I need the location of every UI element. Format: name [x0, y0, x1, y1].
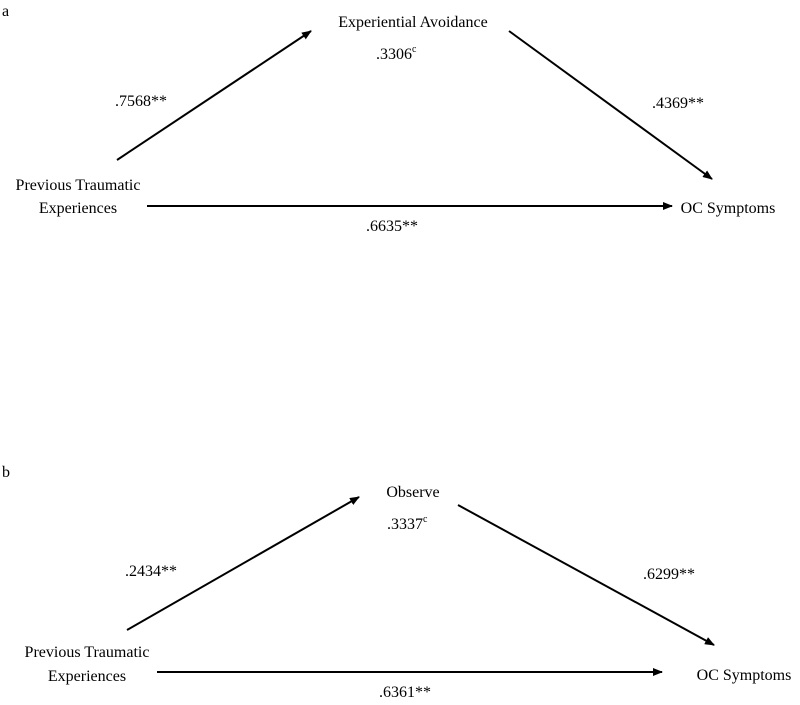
mediator-r-squared: .3337c [387, 514, 428, 533]
panel-label: b [2, 464, 10, 481]
mediator-node-label: Observe [386, 484, 439, 501]
predictor-node-label-line1: Previous Traumatic [16, 177, 141, 194]
panel-b: b Observe .3337c Previous Traumatic Expe… [2, 464, 792, 701]
predictor-node-label-line2: Experiences [48, 668, 126, 685]
path-c-coefficient: .6635** [366, 218, 418, 235]
path-b-arrow [457, 504, 715, 646]
path-a-arrow [116, 30, 312, 161]
predictor-node-label-line2: Experiences [39, 200, 117, 217]
mediator-r-squared: .3306c [376, 44, 417, 63]
mediator-r-squared-superscript: c [412, 44, 417, 55]
outcome-node-label: OC Symptoms [697, 667, 792, 684]
mediator-r-squared-value: .3337 [387, 516, 423, 533]
path-b-coefficient: .4369** [652, 95, 704, 112]
outcome-node-label: OC Symptoms [681, 200, 776, 217]
mediator-r-squared-superscript: c [423, 514, 428, 525]
mediator-node-label: Experiential Avoidance [338, 14, 487, 31]
path-b-coefficient: .6299** [643, 566, 695, 583]
predictor-node-label-line1: Previous Traumatic [25, 644, 150, 661]
path-b-arrow [508, 30, 713, 180]
path-a-coefficient: .2434** [125, 563, 177, 580]
mediator-r-squared-value: .3306 [376, 46, 412, 63]
panel-a: a Experiential Avoidance .3306c Previous… [2, 3, 775, 235]
path-a-arrow [126, 496, 360, 631]
path-c-coefficient: .6361** [379, 684, 431, 700]
panel-label: a [2, 3, 9, 20]
path-a-coefficient: .7568** [115, 93, 167, 110]
